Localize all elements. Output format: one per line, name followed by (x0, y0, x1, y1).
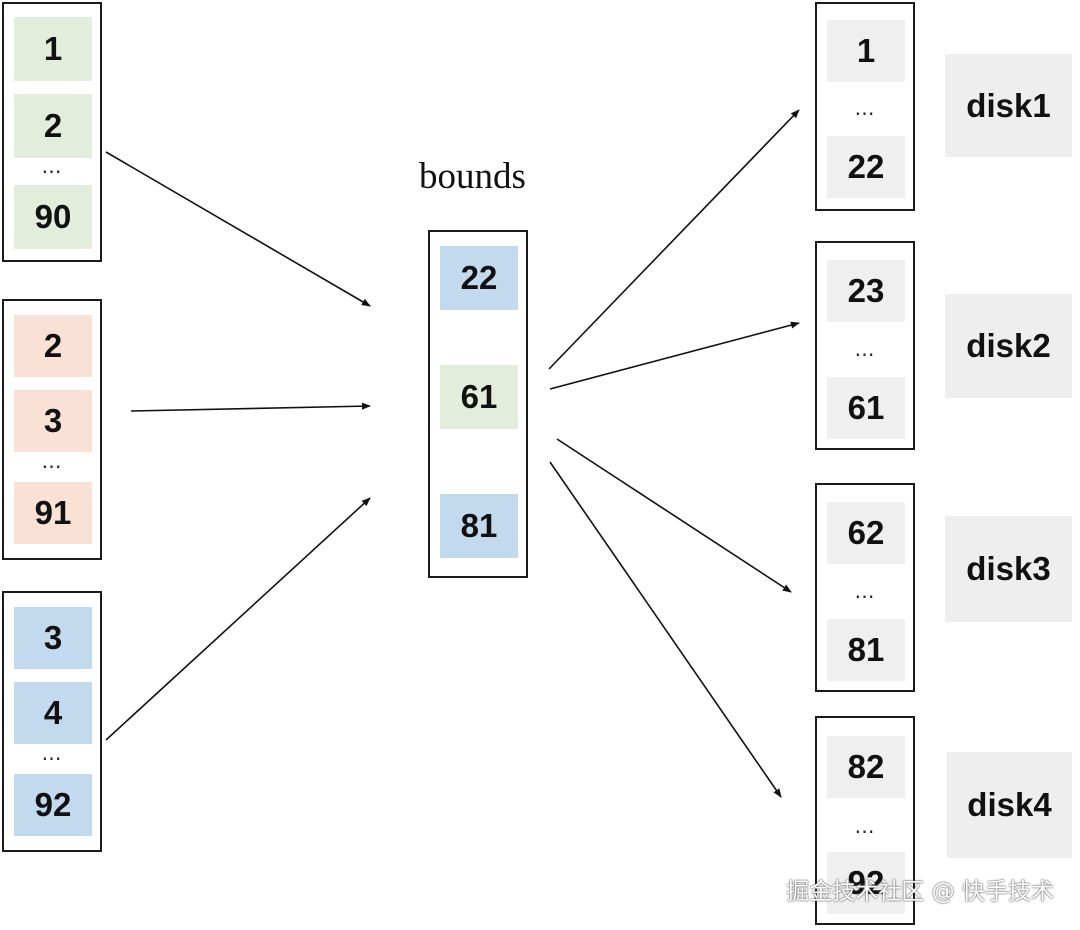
input-list-3: 3 4 … 92 (2, 591, 102, 852)
disk3-start: 62 (827, 502, 905, 564)
disk2-ellipsis: … (854, 337, 876, 361)
arrow-input2-to-bounds (130, 402, 371, 412)
input-1-cell-second: 2 (14, 94, 92, 158)
disk2-start: 23 (827, 260, 905, 322)
input-1-ellipsis: … (41, 154, 63, 178)
input-1-cell-bottom: 90 (14, 185, 92, 249)
disk4-end: 92 (827, 852, 905, 914)
disk1-label: disk1 (945, 54, 1072, 157)
input-3-cell-bottom: 92 (14, 774, 92, 836)
arrow-bounds-to-disk3 (556, 438, 792, 593)
disk1-start: 1 (827, 20, 905, 82)
disk3-ellipsis: … (854, 579, 876, 603)
disk2-end: 61 (827, 377, 905, 439)
input-3-cell-top: 3 (14, 607, 92, 669)
input-2-cell-top: 2 (14, 315, 92, 377)
disk3-label: disk3 (945, 516, 1072, 622)
input-2-ellipsis: … (41, 449, 63, 473)
disk4-start: 82 (827, 736, 905, 798)
disk4-label: disk4 (947, 752, 1072, 858)
bounds-list: 22 61 81 (428, 230, 528, 578)
input-2-cell-second: 3 (14, 390, 92, 452)
bounds-cell-1: 22 (440, 246, 518, 310)
input-1-cell-top: 1 (14, 17, 92, 81)
input-3-ellipsis: … (41, 741, 63, 765)
disk4-range: 82 … 92 (815, 716, 915, 925)
arrow-bounds-to-disk2 (549, 321, 800, 390)
arrow-input3-to-bounds (105, 497, 371, 741)
arrow-bounds-to-disk4 (549, 461, 782, 798)
disk1-end: 22 (827, 136, 905, 198)
input-3-cell-second: 4 (14, 682, 92, 744)
bounds-cell-3: 81 (440, 494, 518, 558)
arrow-bounds-to-disk1 (548, 109, 800, 370)
disk2-label: disk2 (945, 294, 1072, 398)
watermark: 掘金技术社区 @ 快手技术 (786, 879, 1054, 905)
disk2-range: 23 … 61 (815, 241, 915, 450)
disk3-range: 62 … 81 (815, 483, 915, 692)
arrow-input1-to-bounds (105, 151, 371, 307)
input-list-1: 1 2 … 90 (2, 2, 102, 262)
disk1-range: 1 … 22 (815, 2, 915, 211)
disk3-end: 81 (827, 619, 905, 681)
disk4-ellipsis: … (854, 814, 876, 838)
disk1-ellipsis: … (854, 96, 876, 120)
bounds-title: bounds (419, 156, 526, 197)
input-2-cell-bottom: 91 (14, 482, 92, 544)
input-list-2: 2 3 … 91 (2, 299, 102, 560)
bounds-cell-2: 61 (440, 365, 518, 429)
